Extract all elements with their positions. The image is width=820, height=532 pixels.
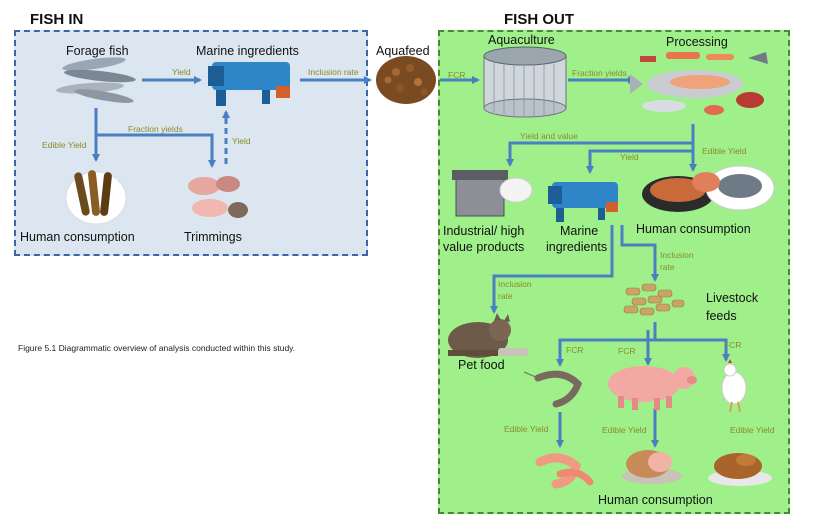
- dried-fish-plate-icon: [65, 170, 127, 225]
- node-aquafeed: Aquafeed: [376, 44, 430, 58]
- arrow-to-industrial: [506, 141, 693, 167]
- node-processing: Processing: [666, 35, 728, 49]
- edge-edible-yield-chicken: Edible Yield: [730, 425, 775, 435]
- trimmings-icon: [188, 176, 248, 218]
- node-forage-fish: Forage fish: [66, 44, 129, 58]
- edge-fcr-shrimp: FCR: [566, 345, 584, 355]
- edge-inclusion-rate-top: Inclusion rate: [308, 67, 359, 77]
- edge-edible-yield-pig: Edible Yield: [602, 425, 647, 435]
- pig-icon: [608, 366, 697, 410]
- forage-fish-icon: [56, 57, 136, 103]
- ham-icon: [622, 450, 682, 484]
- edge-yield-and-value: Yield and value: [520, 131, 578, 141]
- arrow-to-pet: [490, 225, 614, 314]
- node-pet-food: Pet food: [458, 358, 505, 372]
- node-human-consumption-bottom: Human consumption: [598, 493, 713, 507]
- edge-fraction-yields-left: Fraction yields: [128, 124, 183, 134]
- arrows: [92, 76, 730, 448]
- node-human-consumption-right: Human consumption: [636, 222, 751, 236]
- node-industrial-line1: Industrial/ high: [443, 224, 525, 238]
- edge-fcr-aquafeed: FCR: [448, 70, 466, 80]
- livestock-pellets-icon: [623, 283, 685, 316]
- fish-out-header: FISH OUT: [504, 11, 574, 28]
- cat-icon: [448, 313, 528, 358]
- edge-yield-marine: Yield: [620, 152, 639, 162]
- node-livestock-line1: Livestock: [706, 291, 759, 305]
- chicken-icon: [721, 359, 747, 413]
- edge-yield-forage: Yield: [172, 67, 191, 77]
- cooked-shrimp-icon: [535, 453, 594, 489]
- feed-pellets-icon: [376, 56, 436, 104]
- node-trimmings: Trimmings: [184, 230, 242, 244]
- edge-fcr-pig: FCR: [618, 346, 636, 356]
- node-marine-ingredients-top: Marine ingredients: [196, 44, 299, 58]
- extruder-machine-icon-right: [548, 182, 618, 222]
- figure-caption: Figure 5.1 Diagrammatic overview of anal…: [18, 343, 296, 353]
- node-aquaculture: Aquaculture: [488, 33, 555, 47]
- salmon-processing-icon: [630, 52, 768, 115]
- edge-edible-yield-shrimp: Edible Yield: [504, 424, 549, 434]
- arrow-to-shrimp: [556, 338, 655, 367]
- edge-yield-trimmings: Yield: [232, 136, 251, 146]
- edge-edible-yield-processing: Edible Yield: [702, 146, 747, 156]
- seafood-dishes-icon: [642, 165, 775, 212]
- arrow-to-marine-right: [586, 149, 693, 174]
- edge-fraction-yields-right: Fraction yields: [572, 68, 627, 78]
- shrimp-icon: [523, 370, 583, 408]
- aquaculture-pen-icon: [483, 46, 567, 118]
- edge-inclusion-pet-2: rate: [498, 291, 513, 301]
- roast-chicken-icon: [708, 453, 772, 486]
- node-marine-line1: Marine: [560, 224, 599, 238]
- edge-inclusion-pet-1: Inclusion: [498, 279, 532, 289]
- node-livestock-line2: feeds: [706, 309, 737, 323]
- edge-edible-yield-left: Edible Yield: [42, 140, 87, 150]
- node-marine-line2: ingredients: [546, 240, 608, 254]
- node-human-consumption-left: Human consumption: [20, 230, 135, 244]
- industrial-products-icon: [452, 170, 533, 217]
- fish-in-header: FISH IN: [30, 11, 84, 28]
- edge-inclusion-livestock-2: rate: [660, 262, 675, 272]
- arrow-forage-to-trimmings: [96, 133, 216, 168]
- edge-fcr-chicken: FCR: [724, 340, 742, 350]
- arrow-to-chicken: [655, 338, 730, 362]
- node-industrial-line2: value products: [443, 240, 525, 254]
- edge-inclusion-livestock-1: Inclusion: [660, 250, 694, 260]
- extruder-machine-icon: [208, 62, 290, 106]
- arrow-to-livestock: [620, 225, 659, 282]
